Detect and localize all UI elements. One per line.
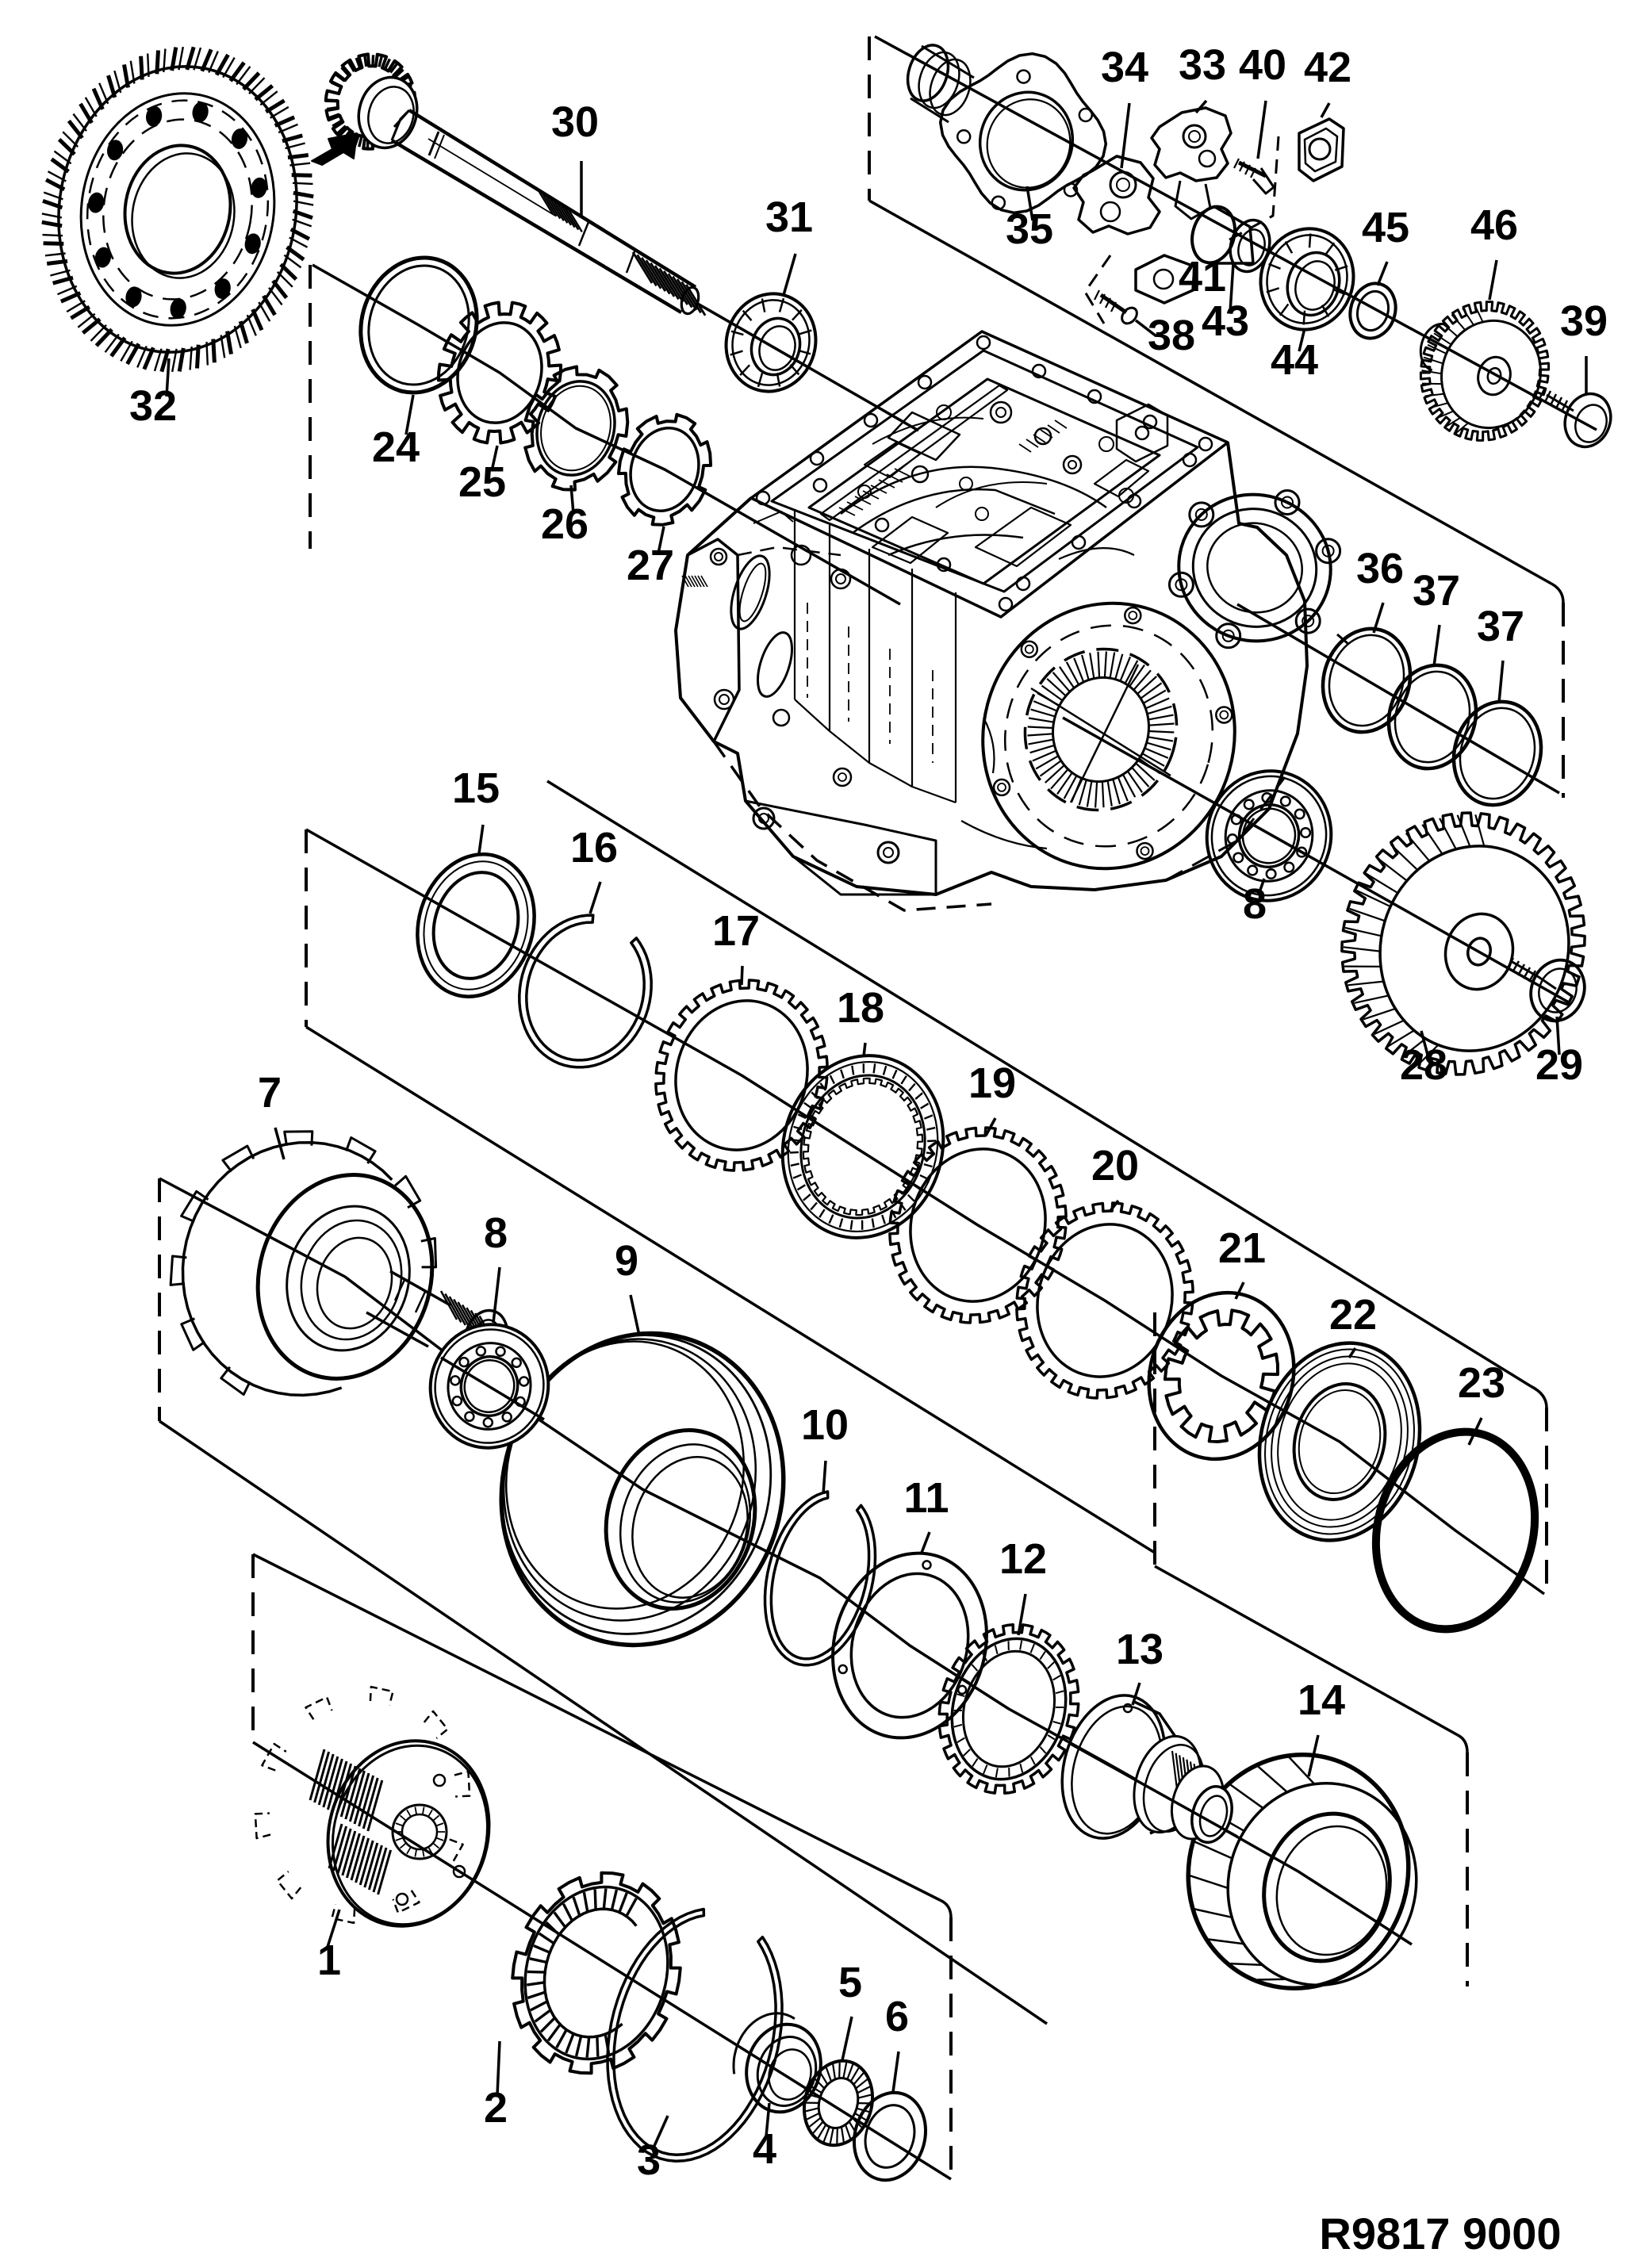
svg-text:36: 36 (1356, 545, 1404, 592)
svg-text:8: 8 (484, 1209, 508, 1257)
svg-text:45: 45 (1362, 204, 1409, 251)
svg-text:7: 7 (258, 1069, 282, 1117)
svg-text:11: 11 (903, 1474, 949, 1522)
svg-text:42: 42 (1304, 44, 1351, 91)
svg-text:8: 8 (1243, 880, 1267, 928)
svg-text:31: 31 (765, 193, 813, 241)
svg-text:32: 32 (129, 382, 177, 430)
svg-text:28: 28 (1400, 1041, 1447, 1089)
svg-text:4: 4 (753, 2125, 776, 2173)
svg-text:44: 44 (1271, 336, 1318, 384)
svg-text:12: 12 (999, 1535, 1047, 1583)
svg-text:16: 16 (570, 824, 618, 872)
svg-text:20: 20 (1091, 1142, 1139, 1190)
svg-text:15: 15 (452, 764, 500, 812)
svg-text:24: 24 (372, 423, 420, 471)
svg-text:22: 22 (1329, 1291, 1377, 1339)
svg-text:17: 17 (712, 907, 760, 955)
svg-text:37: 37 (1413, 567, 1460, 615)
svg-text:5: 5 (838, 1959, 862, 2006)
svg-text:10: 10 (801, 1401, 849, 1449)
svg-text:21: 21 (1218, 1224, 1266, 1272)
svg-text:6: 6 (885, 1993, 909, 2040)
svg-text:18: 18 (837, 984, 884, 1032)
svg-text:34: 34 (1101, 44, 1148, 91)
svg-text:40: 40 (1239, 41, 1286, 89)
svg-text:39: 39 (1560, 297, 1608, 345)
svg-text:25: 25 (458, 458, 506, 506)
svg-text:3: 3 (637, 2136, 661, 2184)
svg-text:33: 33 (1179, 41, 1226, 89)
svg-text:46: 46 (1470, 201, 1518, 249)
svg-text:9: 9 (615, 1237, 638, 1285)
svg-text:19: 19 (968, 1059, 1016, 1107)
svg-text:43: 43 (1202, 297, 1249, 345)
svg-text:30: 30 (551, 98, 599, 146)
svg-text:13: 13 (1116, 1626, 1164, 1673)
svg-text:14: 14 (1298, 1676, 1345, 1724)
svg-text:37: 37 (1477, 603, 1524, 650)
svg-text:35: 35 (1006, 205, 1053, 253)
svg-text:26: 26 (541, 500, 588, 548)
svg-text:23: 23 (1458, 1359, 1505, 1407)
svg-text:2: 2 (484, 2084, 508, 2132)
svg-text:27: 27 (627, 542, 674, 589)
svg-text:R9817 9000: R9817 9000 (1319, 2209, 1561, 2258)
